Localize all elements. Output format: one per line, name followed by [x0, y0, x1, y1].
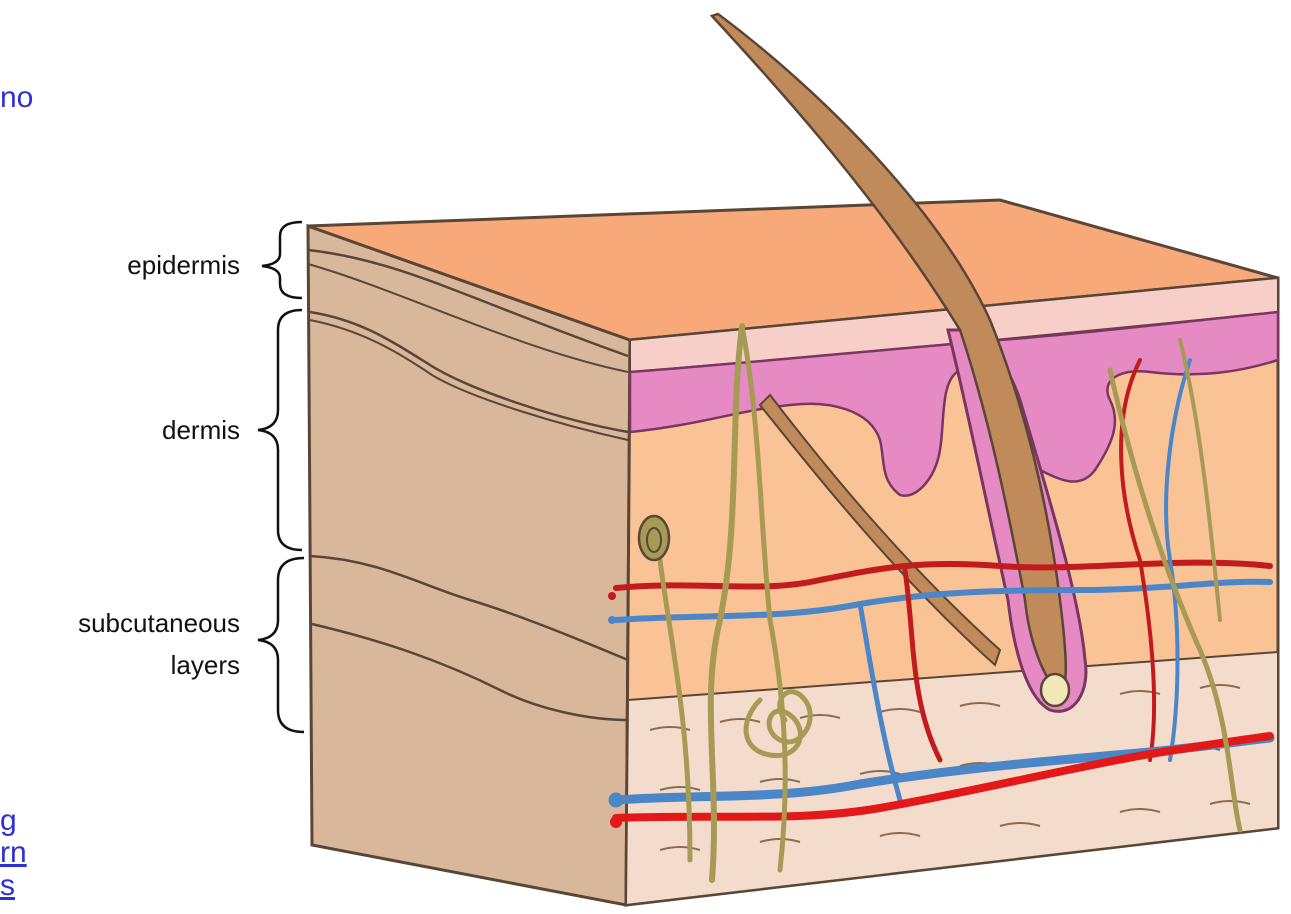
brace-subcutaneous [258, 558, 304, 732]
pacinian-corpuscle [639, 516, 669, 560]
brace-dermis [258, 310, 302, 550]
hair-bulb [1041, 674, 1069, 706]
brace-epidermis [262, 222, 302, 298]
block-side-face [308, 226, 630, 905]
